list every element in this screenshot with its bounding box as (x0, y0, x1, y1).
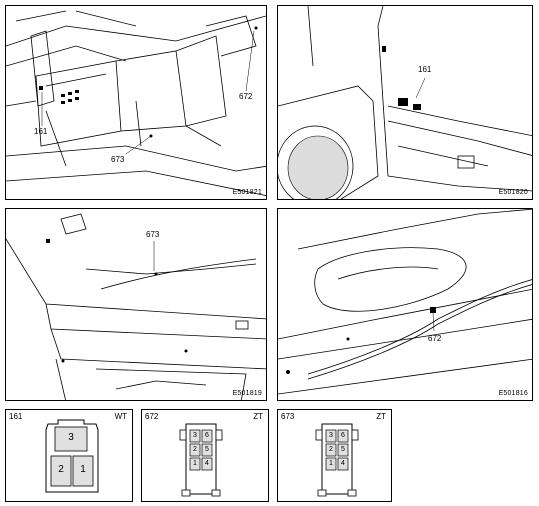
photo-panel-e501821: 161 672 673 E501821 (5, 5, 267, 200)
callout-673: 673 (111, 155, 125, 164)
figure-code: E501820 (498, 189, 528, 196)
pin-6: 6 (205, 432, 209, 439)
connector-panel-161: 161 WT 3 2 1 (5, 409, 133, 502)
interior-illustration (6, 213, 266, 400)
photo-panel-e501819: 673 E501819 (5, 208, 267, 401)
pin-2: 2 (193, 446, 197, 453)
connector-panel-672: 672 ZT 3 6 2 5 1 4 (141, 409, 269, 502)
seat-harness-illustration (278, 209, 532, 395)
connector-color: ZT (253, 412, 263, 421)
pin-5: 5 (341, 446, 345, 453)
connector-161-face (45, 419, 99, 493)
callout-161: 161 (418, 65, 432, 74)
photo-panel-e501820: 161 E501820 (277, 5, 533, 200)
callout-672: 672 (428, 334, 442, 343)
pin-3: 3 (193, 432, 197, 439)
connector-color: ZT (376, 412, 386, 421)
pin-2: 2 (58, 464, 64, 475)
pin-6: 6 (341, 432, 345, 439)
callout-673: 673 (146, 230, 160, 239)
connector-id: 161 (9, 412, 23, 421)
pin-3: 3 (68, 432, 74, 443)
connector-color: WT (114, 412, 127, 421)
connector-id: 673 (281, 412, 295, 421)
pin-2: 2 (329, 446, 333, 453)
connector-673-face (315, 423, 359, 497)
pin-1: 1 (329, 460, 333, 467)
figure-code: E501819 (232, 390, 262, 397)
pin-3: 3 (329, 432, 333, 439)
figure-code: E501821 (232, 189, 262, 196)
connector-id: 672 (145, 412, 159, 421)
photo-panel-e501816: 672 E501816 (277, 208, 533, 401)
dashboard-illustration (6, 10, 266, 196)
pin-1: 1 (193, 460, 197, 467)
callout-161: 161 (34, 127, 48, 136)
pin-1: 1 (80, 464, 86, 475)
door-sill-illustration (278, 6, 532, 199)
pin-4: 4 (341, 460, 345, 467)
connector-panel-673: 673 ZT 3 6 2 5 1 4 (277, 409, 392, 502)
pin-4: 4 (205, 460, 209, 467)
pin-5: 5 (205, 446, 209, 453)
callout-672: 672 (239, 92, 253, 101)
connector-672-face (179, 423, 223, 497)
figure-code: E501816 (498, 390, 528, 397)
